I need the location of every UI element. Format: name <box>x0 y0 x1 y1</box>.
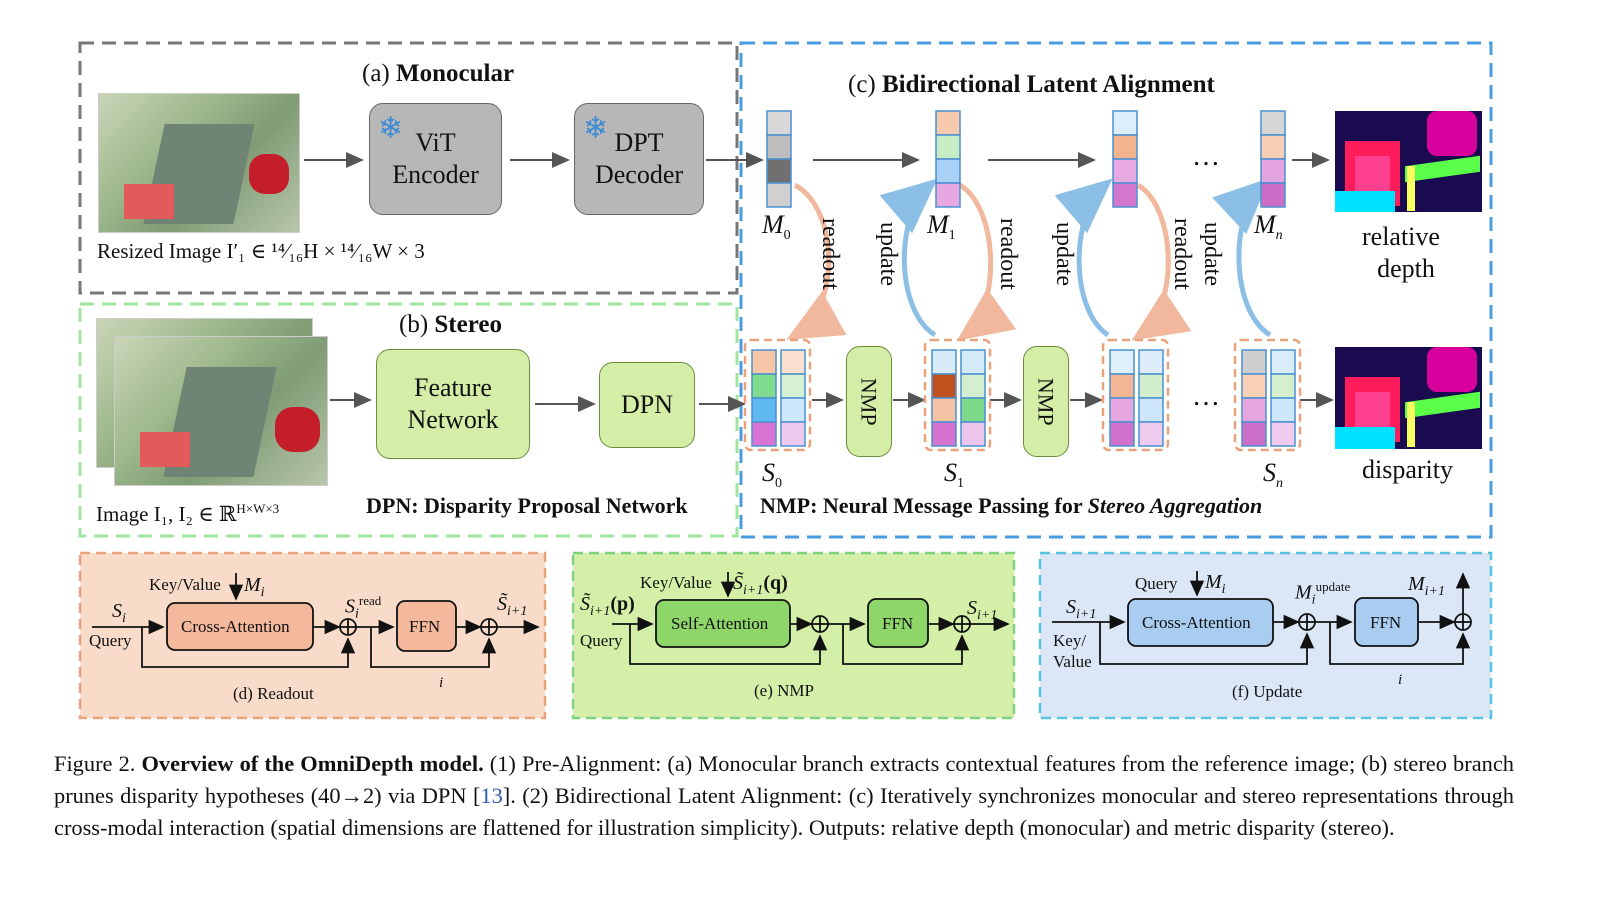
readout-label-2: readout <box>995 218 1021 290</box>
figure-caption: Figure 2. Overview of the OmniDepth mode… <box>54 751 1514 840</box>
readout-caption: (d) Readout <box>233 684 314 703</box>
panel-b-title: (b) Stereo <box>399 311 502 338</box>
nmp-block-1: NMP <box>846 346 892 457</box>
sn-tokens <box>1241 349 1296 447</box>
dpn-block: DPN <box>599 362 695 448</box>
update-label-2: update <box>1051 222 1077 286</box>
update-m-var: Mi <box>1205 571 1226 597</box>
snowflake-icon: ❄ <box>583 112 609 145</box>
update-flow <box>1052 571 1472 665</box>
readout-s-out: S̃i+1 <box>497 593 528 619</box>
nmp-ffn: FFN <box>882 614 914 633</box>
update-query: Query <box>1135 574 1178 593</box>
disparity-label: disparity <box>1362 455 1453 484</box>
readout-s-read: Siread <box>345 593 382 622</box>
snowflake-icon: ❄ <box>378 112 404 145</box>
s1-label: S1 <box>944 458 964 492</box>
nmp-query: Query <box>580 631 623 650</box>
right-image <box>114 336 328 486</box>
nmp-key-value: Key/Value <box>640 573 712 592</box>
readout-label-1: readout <box>817 218 843 290</box>
s1-tokens <box>931 349 986 447</box>
update-m-out: Mi+1 <box>1408 573 1446 599</box>
m1-tokens <box>935 110 961 208</box>
readout-s-in: Si <box>112 600 126 626</box>
architecture-diagram: (a) Monocular (b) Stereo (c) Bidirection… <box>78 41 1493 720</box>
s0-label: S0 <box>762 458 782 492</box>
panel-nmp-bg <box>571 551 1016 720</box>
s2-tokens <box>1109 349 1164 447</box>
readout-cross-attention: Cross-Attention <box>181 617 290 636</box>
m0-label: M0 <box>762 210 791 244</box>
panel-alignment-border <box>739 41 1493 539</box>
readout-ffn: FFN <box>409 617 441 636</box>
panel-c-title: (c) Bidirectional Latent Alignment <box>848 71 1215 98</box>
sn-label: Sn <box>1263 458 1283 492</box>
update-label-3: update <box>1199 222 1225 286</box>
ellipsis-top: … <box>1192 141 1220 172</box>
nmp-block-2: NMP <box>1023 346 1069 457</box>
update-caption: (f) Update <box>1232 682 1303 701</box>
update-cross-attention: Cross-Attention <box>1142 613 1251 632</box>
update-m-upd: Miupdate <box>1295 579 1351 608</box>
nmp-flow <box>612 572 1010 665</box>
nmp-kv-var: S̃i+1(q) <box>733 572 788 598</box>
m2-tokens <box>1112 110 1138 208</box>
s0-tokens <box>751 349 806 447</box>
update-key-value: Key/Value <box>1053 631 1092 671</box>
m1-label: M1 <box>927 210 956 244</box>
nmp-note: NMP: Neural Message Passing for Stereo A… <box>760 493 1263 518</box>
nmp-caption: (e) NMP <box>754 681 814 700</box>
monocular-input-caption: Resized Image I′₁ ∈ ¹⁴⁄₁₆H × ¹⁴⁄₁₆W × 3 <box>97 239 425 263</box>
dpn-note: DPN: Disparity Proposal Network <box>366 493 688 518</box>
panel-a-title: (a) Monocular <box>362 60 515 87</box>
readout-key-value: Key/Value <box>149 575 221 594</box>
mn-label: Mn <box>1254 210 1283 244</box>
stereo-input-caption: Image I₁, I₂ ∈ ℝH×W×3 <box>96 501 280 526</box>
reference-image <box>98 93 300 233</box>
readout-loop-i: i <box>439 675 444 691</box>
nmp-self-attention: Self-Attention <box>671 614 769 633</box>
diagram-svg <box>78 41 1493 720</box>
nmp-s-out: Si+1 <box>967 597 998 623</box>
update-label-1: update <box>875 222 901 286</box>
update-loop-i: i <box>1398 672 1403 688</box>
panel-stereo-border <box>78 302 739 538</box>
readout-query: Query <box>89 631 132 650</box>
ellipsis-bottom: … <box>1192 381 1220 412</box>
relative-depth-map <box>1335 111 1482 212</box>
readout-flow <box>92 573 540 668</box>
m0-tokens <box>766 110 792 208</box>
citation-link[interactable]: 13 <box>480 783 503 808</box>
update-ffn: FFN <box>1370 613 1402 632</box>
panel-monocular-border <box>78 41 739 295</box>
nmp-s-in: S̃i+1(p) <box>580 593 635 619</box>
update-s-in: Si+1 <box>1066 596 1097 622</box>
readout-m-var: Mi <box>244 574 265 600</box>
mn-tokens <box>1260 110 1286 208</box>
disparity-map <box>1335 347 1482 449</box>
readout-label-3: readout <box>1169 218 1195 290</box>
